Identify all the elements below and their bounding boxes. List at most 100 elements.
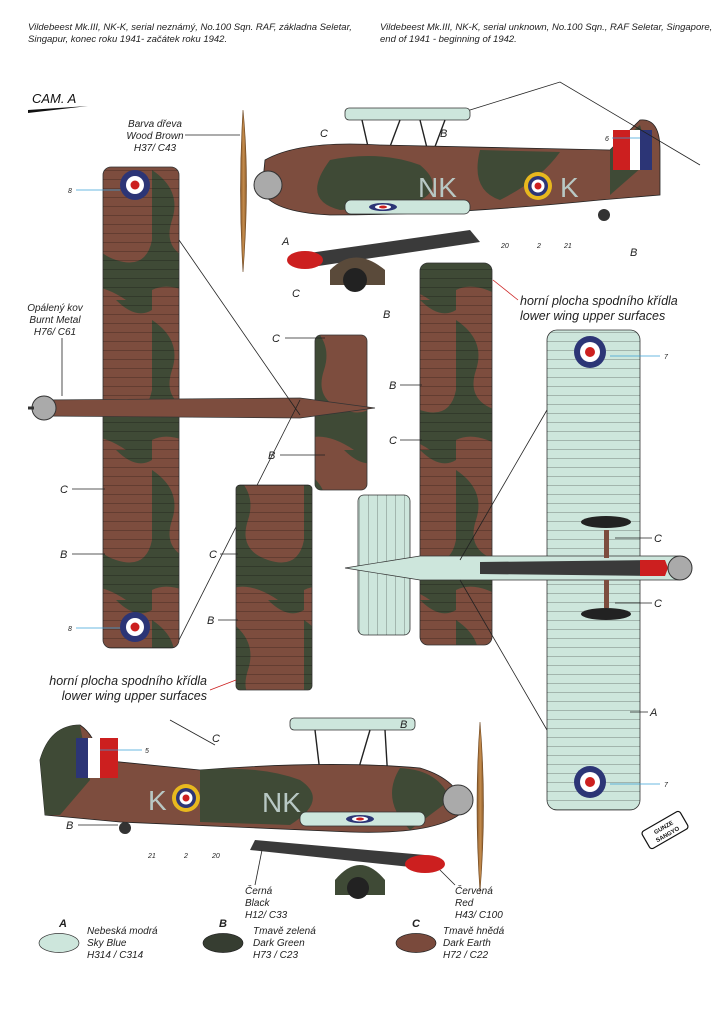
num-8: 8 — [68, 188, 72, 195]
lower-wing-label-en: lower wing upper surfaces — [62, 689, 207, 703]
swatch-sky-blue — [38, 933, 80, 953]
legend-letter: C — [412, 918, 421, 930]
metal-label-cz: Opálený kov — [27, 303, 84, 314]
swatch-dark-green — [202, 933, 244, 953]
torpedo — [250, 840, 425, 868]
caption-czech: Vildebeest Mk.III, NK-K, serial neznámý,… — [28, 22, 352, 46]
letter-c: C — [209, 549, 217, 561]
caption-cz-line2: Singapur, konec roku 1941- začátek roku … — [28, 34, 228, 45]
num-21: 21 — [563, 243, 572, 250]
letter-b: B — [60, 549, 67, 561]
letter-c: C — [389, 435, 397, 447]
upper-wing-edge — [289, 717, 416, 731]
legend-code: H72 / C22 — [443, 950, 488, 961]
swatch-dark-earth — [395, 933, 437, 953]
fuselage-top — [39, 397, 376, 419]
letter-c: C — [60, 484, 68, 496]
lower-wing-upper-surfaces: horní plocha spodního křídla lower wing … — [49, 262, 678, 703]
lower-wing-label-en: lower wing upper surfaces — [520, 309, 665, 323]
red-label-cz: Červená — [455, 884, 493, 897]
legend-code: H314 / C314 — [87, 950, 144, 961]
letter-b: B — [440, 128, 447, 140]
wood-label-en: Wood Brown — [126, 131, 184, 142]
leader-lines — [469, 81, 701, 166]
num-2: 2 — [183, 853, 188, 860]
torpedo — [295, 230, 480, 268]
num-5: 5 — [145, 748, 149, 755]
legend-en: Dark Earth — [443, 938, 491, 949]
main-wheel — [343, 268, 367, 292]
engine — [442, 784, 474, 816]
letter-b: B — [268, 450, 275, 462]
tail-wheel — [598, 209, 610, 221]
camo-green — [317, 125, 650, 210]
upper-wing-edge — [344, 107, 471, 121]
legend-item-a: A Nebeská modrá Sky Blue H314 / C314 — [38, 918, 158, 961]
propeller — [240, 109, 247, 273]
num-20: 20 — [211, 853, 220, 860]
side-view-left: K NK — [39, 717, 484, 899]
letter-c: C — [654, 598, 662, 610]
letter-b: B — [207, 615, 214, 627]
letter-b: B — [383, 309, 390, 321]
black-label-code: H12/ C33 — [245, 910, 288, 921]
letter-c: C — [212, 733, 220, 745]
engine-underside — [667, 555, 693, 581]
caption-en-line1: Vildebeest Mk.III, NK-K, serial unknown,… — [380, 22, 713, 33]
top-view-labels: 8 8 Opálený kov Burnt Metal H76/ C61 C B… — [27, 188, 325, 633]
letter-c: C — [272, 333, 280, 345]
letter-c: C — [654, 533, 662, 545]
num-7: 7 — [664, 782, 669, 789]
legend-item-c: C Tmavě hnědá Dark Earth H72 / C22 — [395, 918, 505, 961]
black-label-en: Black — [245, 898, 270, 909]
caption-en-line2: end of 1941 - beginning of 1942. — [380, 34, 517, 45]
wood-label-cz: Barva dřeva — [128, 119, 182, 130]
num-6: 6 — [605, 136, 609, 143]
fin-flash — [76, 738, 88, 778]
letter-a: A — [281, 236, 289, 248]
propeller — [476, 721, 484, 893]
main-wheel — [347, 877, 369, 899]
caption-cz-line1: Vildebeest Mk.III, NK-K, serial neznámý,… — [28, 22, 352, 33]
torpedo-underside — [480, 560, 665, 576]
side-view-left-labels: 5 C B B 21 2 20 Černá Black H12/ C33 Čer… — [66, 719, 503, 921]
wheel — [581, 516, 631, 528]
scheme-title: CAM. A — [32, 91, 76, 106]
torpedo-nose — [405, 855, 445, 873]
legend-item-b: B Tmavě zelená Dark Green H73 / C23 — [202, 918, 316, 961]
num-20: 20 — [500, 243, 509, 250]
num-21: 21 — [147, 853, 156, 860]
color-legend: A Nebeská modrá Sky Blue H314 / C314 B T… — [38, 918, 505, 961]
wood-label-code: H37/ C43 — [134, 143, 177, 154]
metal-label-en: Burnt Metal — [29, 315, 81, 326]
legend-letter: B — [219, 918, 227, 930]
wheel — [581, 608, 631, 620]
num-7: 7 — [664, 354, 669, 361]
engine — [253, 170, 283, 200]
gunze-sangyo-logo: GUNZE SANGYO — [641, 810, 689, 850]
letter-b: B — [400, 719, 407, 731]
tail-wheel — [119, 822, 131, 834]
side-view-right-labels: Barva dřeva Wood Brown H37/ C43 C B 6 B … — [126, 119, 640, 321]
legend-code: H73 / C23 — [253, 950, 298, 961]
top-view — [28, 166, 376, 649]
code-letter-k: K — [148, 785, 167, 816]
caption-english: Vildebeest Mk.III, NK-K, serial unknown,… — [380, 22, 712, 46]
black-label-cz: Černá — [245, 884, 273, 897]
letter-c: C — [320, 128, 328, 140]
red-label-code: H43/ C100 — [455, 910, 503, 921]
legend-cz: Nebeská modrá — [87, 926, 158, 937]
num-2: 2 — [536, 243, 541, 250]
letter-a: A — [649, 707, 657, 719]
title-underline — [28, 106, 88, 113]
lower-wing-label-cz: horní plocha spodního křídla — [520, 294, 678, 308]
legend-cz: Tmavě zelená — [253, 926, 316, 937]
letter-b: B — [66, 820, 73, 832]
code-letters: NK — [262, 787, 301, 818]
engine-top — [31, 395, 57, 421]
fin-flash-red — [613, 130, 630, 170]
code-letter-k: K — [560, 172, 579, 203]
letter-b: B — [389, 380, 396, 392]
legend-letter: A — [58, 918, 67, 930]
